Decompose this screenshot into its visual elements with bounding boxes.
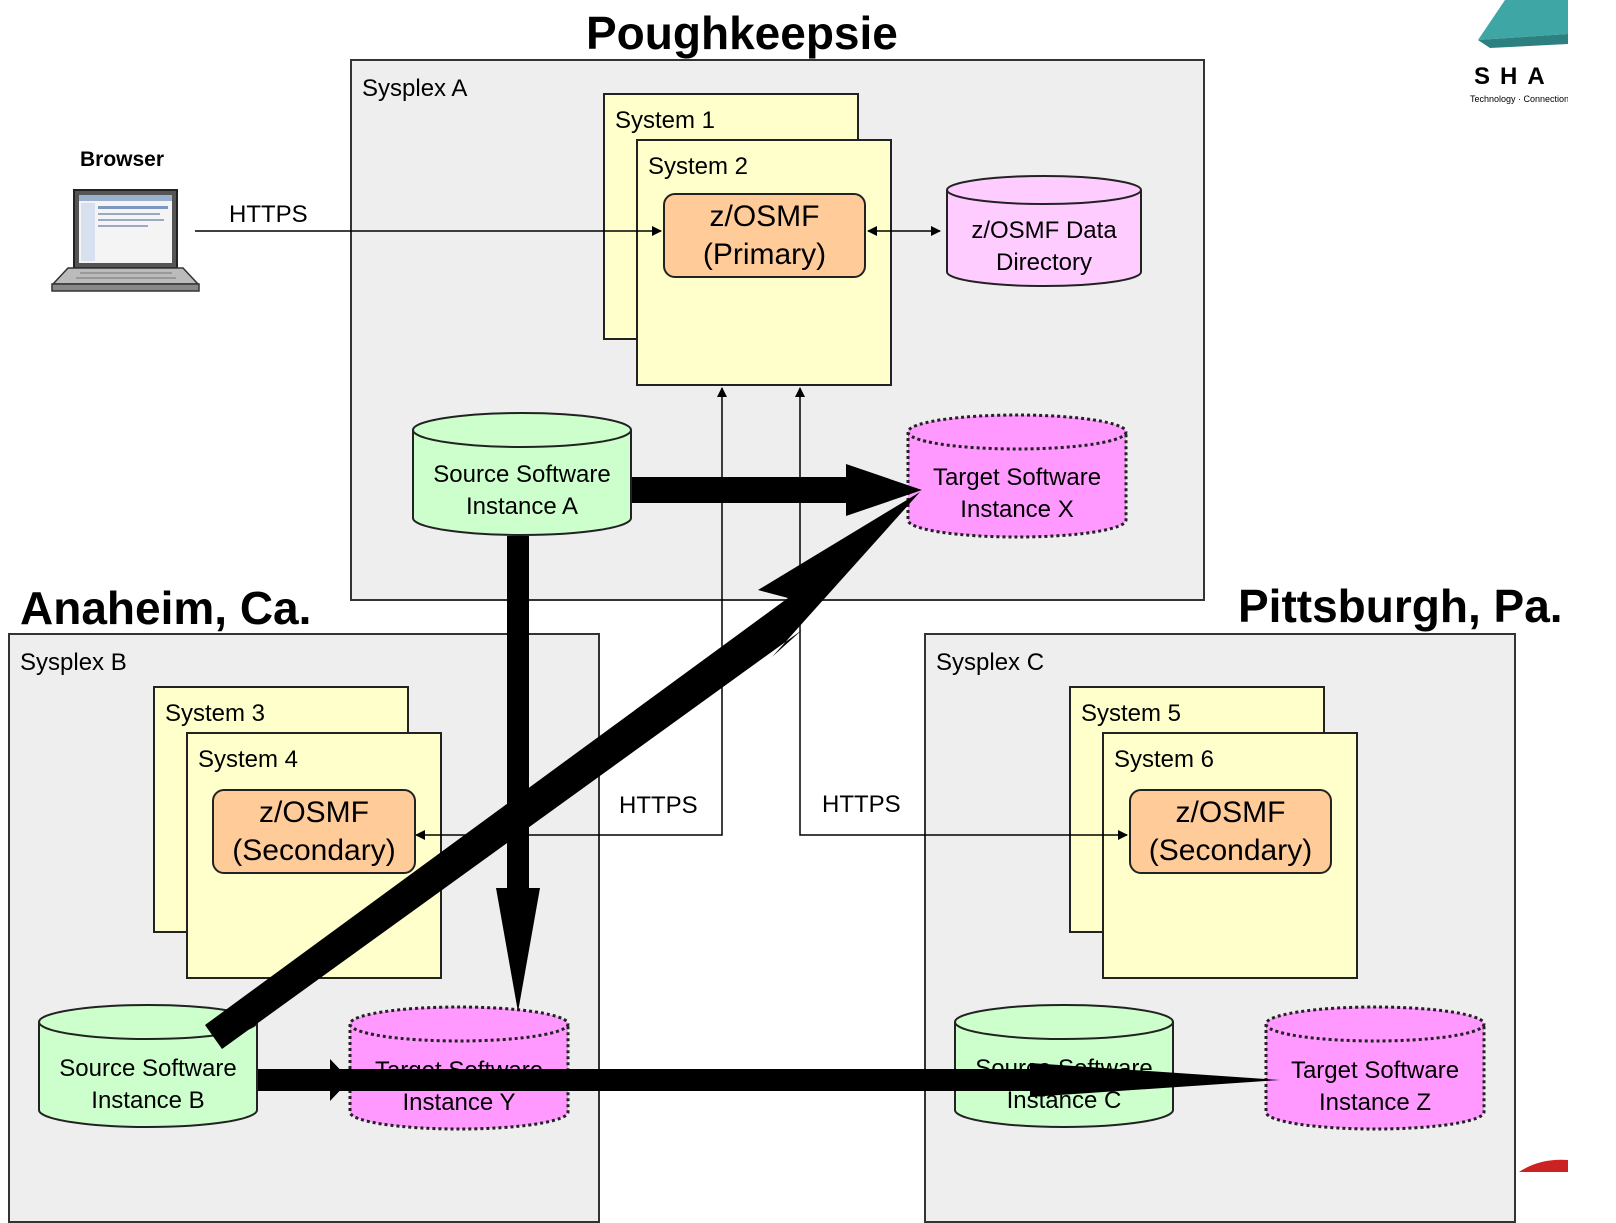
target-instance-z-label: Target Software Instance Z	[1290, 1056, 1460, 1116]
deploy-arrow-a-to-x	[632, 464, 922, 516]
deploy-arrow-a-to-y	[496, 536, 540, 1012]
logo-icon	[1478, 0, 1568, 48]
source-instance-b-cylinder	[38, 1004, 258, 1128]
browser-https-label: HTTPS	[229, 201, 308, 228]
system-4-label: System 4	[198, 746, 299, 773]
site-title-anaheim: Anaheim, Ca.	[20, 582, 312, 634]
anaheim-https-label: HTTPS	[619, 792, 698, 819]
system-1-label: System 1	[615, 107, 716, 134]
source-instance-b-label: Source Software Instance B	[59, 1054, 237, 1114]
system-6-label: System 6	[1114, 746, 1215, 773]
laptop-icon	[51, 189, 200, 292]
pittsburgh-https-label: HTTPS	[822, 791, 901, 818]
site-title-poughkeepsie: Poughkeepsie	[586, 7, 898, 59]
logo-wordmark: SHA	[1474, 63, 1555, 90]
target-instance-z-cylinder	[1264, 1005, 1486, 1131]
sysplex-a-label: Sysplex A	[362, 75, 468, 102]
data-directory-cylinder	[946, 175, 1142, 287]
osmf-secondary-pittsburgh: z/OSMF (Secondary)	[1129, 789, 1332, 874]
system-2-label: System 2	[648, 153, 749, 180]
deploy-arrow-b-to-y-and-z	[258, 1059, 1280, 1101]
pittsburgh-https-connector	[795, 387, 1128, 840]
deploy-arrow-b-to-x	[205, 492, 920, 1049]
target-instance-x-label: Target Software Instance X	[932, 463, 1102, 523]
osmf-secondary-anaheim: z/OSMF (Secondary)	[212, 789, 416, 874]
browser-label: Browser	[80, 148, 165, 171]
osmf-primary: z/OSMF (Primary)	[663, 193, 866, 278]
logo-tagline: Technology · Connection	[1470, 94, 1568, 104]
target-instance-y-label: Target Software Instance Y	[374, 1056, 544, 1116]
site-title-pittsburgh: Pittsburgh, Pa.	[1238, 580, 1563, 632]
system-3-label: System 3	[165, 700, 266, 727]
data-directory-label: z/OSMF Data Directory	[971, 216, 1117, 276]
logo-corner-fragment	[1519, 1159, 1568, 1172]
source-instance-a-label: Source Software Instance A	[433, 460, 611, 520]
source-instance-c-label: Source Software Instance C	[975, 1054, 1153, 1114]
sysplex-b-label: Sysplex B	[20, 649, 127, 676]
